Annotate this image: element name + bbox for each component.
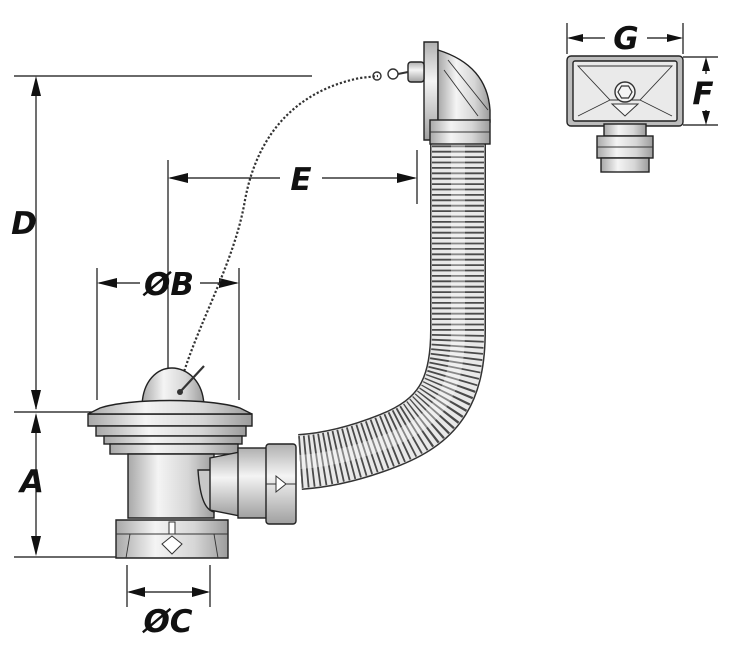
dimension-label-d: D (11, 206, 37, 242)
dimension-label-f: F (692, 76, 713, 112)
dimension-label-a: A (17, 464, 44, 500)
dimension-label-c: ØC (141, 604, 192, 640)
dimension-lines (14, 23, 718, 607)
dimension-label-e: E (290, 162, 311, 198)
overflow-top-view (566, 55, 684, 173)
flexible-hose (297, 140, 486, 490)
plug-chain (181, 74, 379, 376)
dimension-label-g: G (613, 21, 638, 57)
dimension-label-b: ØB (142, 267, 194, 303)
drain-strainer-body (87, 365, 297, 559)
overflow-outlet (372, 41, 491, 145)
